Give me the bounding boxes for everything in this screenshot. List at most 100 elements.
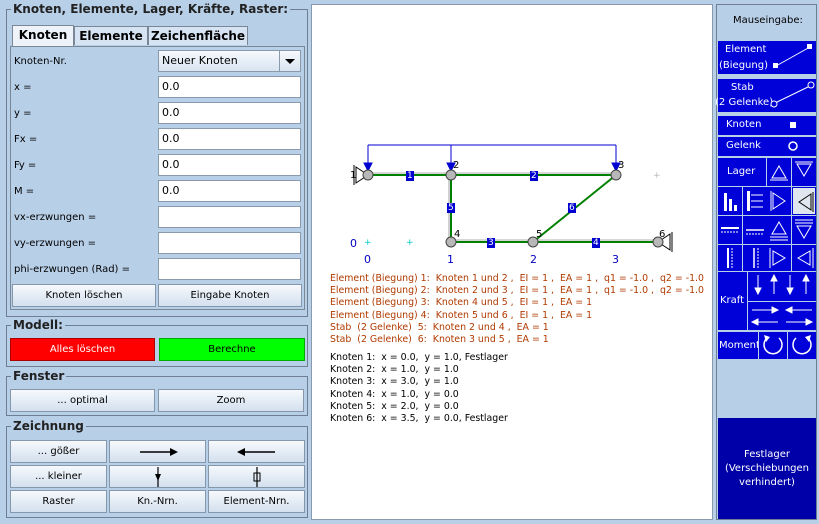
structure-drawing: + + + — [353, 144, 673, 252]
roller-v-support-icon — [727, 248, 733, 268]
field-input[interactable]: 0.0 — [158, 180, 301, 202]
moment-cw-icon — [792, 335, 812, 355]
clamped-support-icon — [724, 193, 737, 211]
support-fixed-up-button[interactable] — [767, 158, 791, 186]
delete-node-button[interactable]: Knoten löschen — [12, 284, 156, 307]
bar-mode-button[interactable]: Stab (2 Gelenke) — [715, 79, 816, 112]
move-up-button[interactable] — [208, 465, 305, 488]
hinge-circle-icon — [788, 141, 798, 151]
tab-elemente[interactable]: Elemente — [74, 26, 148, 45]
force-horizontal-button[interactable] — [748, 302, 816, 330]
field-label: vx-erzwungen = — [14, 212, 97, 223]
svg-text:+: + — [364, 238, 372, 248]
smaller-button[interactable]: ... kleiner — [10, 465, 107, 488]
force-label: Kraft — [720, 295, 745, 306]
optimal-button[interactable]: ... optimal — [10, 389, 155, 412]
element-numbers-button[interactable]: Element-Nrn. — [208, 490, 305, 513]
bigger-button[interactable]: ... gößer — [10, 440, 107, 463]
model-panel-title: Modell: — [11, 318, 65, 332]
support-roller-v2-button[interactable] — [743, 245, 767, 271]
field-label: Fy = — [14, 160, 37, 171]
support-roller-h-button[interactable] — [718, 216, 742, 244]
grid-button[interactable]: Raster — [10, 490, 107, 513]
element-number-label: 5 — [447, 203, 455, 213]
load-arrows — [363, 144, 621, 173]
element-number-label: 6 — [568, 203, 576, 213]
support-roller-up-button[interactable] — [767, 216, 791, 244]
arrow-down-icon — [155, 467, 161, 487]
element-info-line: Element (Biegung) 2: Knoten 2 und 3 , EI… — [330, 285, 704, 297]
clamped-support-2-icon — [747, 191, 763, 211]
element-number-label: 3 — [487, 238, 495, 248]
moment-ccw-button[interactable] — [759, 332, 787, 359]
move-right-button[interactable] — [109, 440, 206, 463]
support-roller-left-button[interactable] — [792, 245, 816, 271]
node-info-line: Knoten 2: x = 1.0, y = 1.0 — [330, 364, 459, 376]
node-mode-button[interactable]: Knoten — [718, 116, 816, 135]
support-roller-h2-button[interactable] — [743, 216, 767, 244]
field-label: phi-erzwungen (Rad) = — [14, 264, 131, 275]
element-mode-button[interactable]: Element (Biegung) — [718, 41, 816, 74]
axis-label: 1 — [447, 253, 454, 266]
field-input[interactable]: 0.0 — [158, 102, 301, 124]
compute-button[interactable]: Berechne — [159, 338, 305, 361]
status-line-1: Festlager — [743, 449, 790, 460]
field-input[interactable] — [158, 258, 301, 280]
support-fixed-left-button[interactable] — [792, 187, 816, 215]
node-select[interactable]: Neuer Knoten — [158, 50, 301, 72]
node-info-line: Knoten 4: x = 1.0, y = 0.0 — [330, 388, 459, 400]
field-label: vy-erzwungen = — [14, 238, 97, 249]
field-input[interactable]: 0.0 — [158, 154, 301, 176]
move-down-button[interactable] — [109, 465, 206, 488]
support-roller-down-button[interactable] — [792, 216, 816, 244]
horizontal-forces-icon — [750, 306, 814, 326]
support-node-6 — [657, 232, 673, 252]
roller-down-support-icon — [795, 219, 813, 239]
node-number-label: 6 — [659, 229, 666, 240]
field-input[interactable]: 0.0 — [158, 76, 301, 98]
support-roller-v-button[interactable] — [718, 245, 742, 271]
support-roller-right-button[interactable] — [767, 245, 791, 271]
input-panel-title: Knoten, Elemente, Lager, Kräfte, Raster: — [11, 2, 291, 16]
bar-mode-label-2: (2 Gelenke) — [715, 97, 774, 108]
support-fixed-down-button[interactable] — [792, 158, 816, 186]
enter-node-button[interactable]: Eingabe Knoten — [158, 284, 302, 307]
moment-cw-button[interactable] — [788, 332, 816, 359]
element-mode-label-2: (Biegung) — [719, 60, 768, 71]
roller-v2-support-icon — [753, 248, 759, 268]
elements — [368, 174, 658, 243]
arrow-up-icon — [253, 467, 261, 487]
axis-label: 2 — [530, 253, 537, 266]
roller-h-support-icon — [721, 227, 739, 233]
element-info-line: Stab (2 Gelenke) 6: Knoten 3 und 5 , EA … — [330, 334, 549, 345]
node-number-label: 2 — [453, 160, 460, 171]
node-info-line: Knoten 5: x = 2.0, y = 0.0 — [330, 400, 459, 412]
node-numbers-button[interactable]: Kn.-Nrn. — [109, 490, 206, 513]
move-left-button[interactable] — [208, 440, 305, 463]
field-input[interactable] — [158, 232, 301, 254]
support-clamp2-button[interactable] — [743, 187, 767, 215]
chevron-down-icon — [279, 51, 300, 71]
roller-up-support-icon — [770, 221, 788, 241]
tab-zeichenflaeche[interactable]: Zeichenfläche — [148, 26, 248, 45]
status-line-3: verhindert) — [739, 477, 795, 488]
clear-all-button[interactable]: Alles löschen — [10, 338, 155, 361]
roller-left-support-icon — [797, 248, 814, 268]
zoom-button[interactable]: Zoom — [158, 389, 304, 412]
force-down-button[interactable] — [748, 272, 816, 301]
element-info-line: Element (Biegung) 3: Knoten 4 und 5 , EI… — [330, 297, 593, 309]
roller-h2-support-icon — [746, 229, 764, 235]
support-clamp-button[interactable] — [718, 187, 742, 215]
field-input[interactable] — [158, 206, 301, 228]
moment-ccw-icon — [763, 335, 783, 355]
truss-bar-icon — [770, 81, 815, 108]
tab-knoten[interactable]: Knoten — [12, 25, 74, 46]
support-label-cell: Lager — [718, 158, 766, 186]
support-fixed-right-button[interactable] — [767, 187, 791, 215]
fixed-support-down-icon — [795, 161, 813, 177]
field-input[interactable]: 0.0 — [158, 128, 301, 150]
beam-element-icon — [773, 44, 812, 68]
element-info-line: Element (Biegung) 4: Knoten 5 und 6 , EI… — [330, 309, 593, 321]
hinge-mode-button[interactable]: Gelenk — [718, 137, 816, 156]
